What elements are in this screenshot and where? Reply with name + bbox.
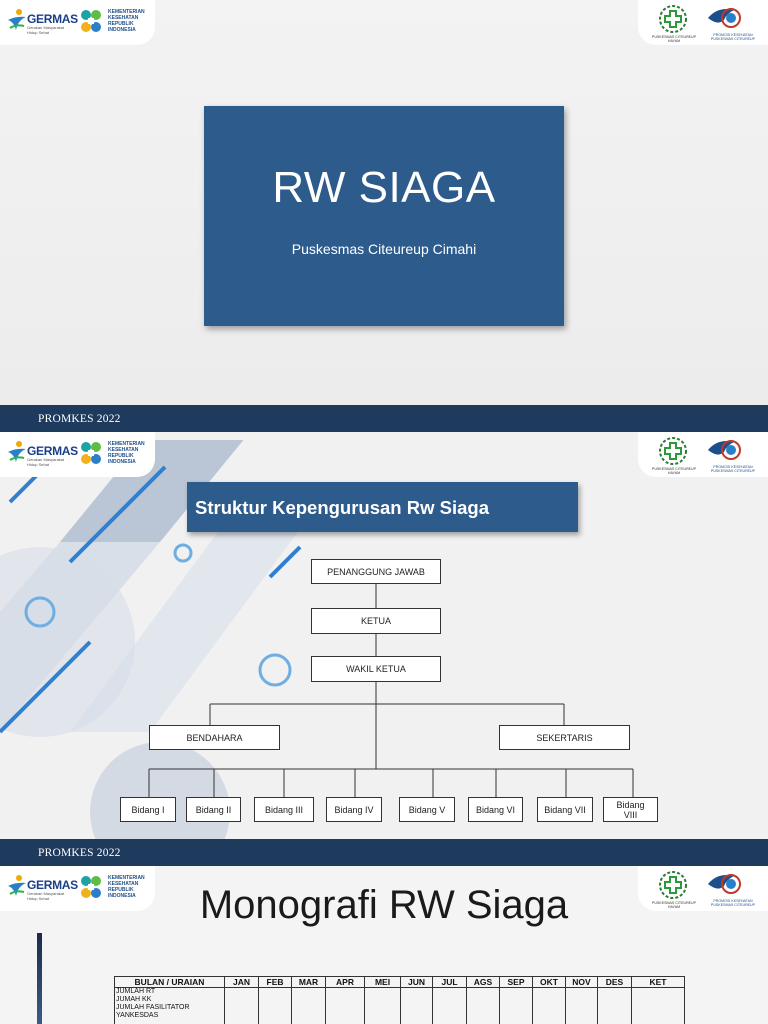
org-bidang-3: Bidang III [254,797,314,822]
promkes-caption: PROMOSI KESEHATAN PUSKESMAS CITEUREUP [710,465,756,473]
table-cell [258,987,292,1024]
puskesmas-caption: PUSKESMAS CITEUREUP HAYAM [651,35,697,43]
col-header: OKT [532,976,566,988]
slide-structure: GERMAS Gerakan Masyarakat Hidup Sehat KE… [0,432,768,839]
col-header: JAN [224,976,259,988]
row-label-group: JUMLAH RT JUMAH KK JUMLAH FASILITATOR YA… [114,987,225,1024]
org-bidang-2: Bidang II [186,797,241,822]
org-bidang-4: Bidang IV [326,797,382,822]
puskesmas-logo-icon [659,871,687,899]
promkes-caption: PROMOSI KESEHATAN PUSKESMAS CITEUREUP [710,33,756,41]
org-bendahara: BENDAHARA [149,725,280,750]
logo-right-group: PUSKESMAS CITEUREUP HAYAM PROMOSI KESEHA… [638,432,768,477]
col-header: SEP [499,976,533,988]
col-header: JUN [400,976,433,988]
col-header: NOV [565,976,598,988]
table-cell [565,987,598,1024]
section-heading: Struktur Kepengurusan Rw Siaga [187,482,578,532]
germas-tagline: Gerakan Masyarakat Hidup Sehat [27,891,65,901]
col-header: BULAN / URAIAN [114,976,225,988]
table-header-row: BULAN / URAIAN JAN FEB MAR APR MEI JUN J… [114,976,685,988]
row-label: JUMLAH FASILITATOR [116,1004,190,1011]
kemenkes-logo-icon [81,10,101,32]
col-header: DES [597,976,632,988]
slide-footer: PROMKES 2022 [0,405,768,432]
logo-left-group: GERMAS Gerakan Masyarakat Hidup Sehat KE… [0,0,155,45]
table-cell [532,987,566,1024]
logo-right-group: PUSKESMAS CITEUREUP HAYAM PROMOSI KESEHA… [638,0,768,45]
col-header: AGS [466,976,500,988]
col-header: KET [631,976,685,988]
germas-tagline: Gerakan Masyarakat Hidup Sehat [27,25,65,35]
org-chart-connectors [148,584,634,797]
germas-logo-icon [8,875,26,896]
slide-footer: PROMKES 2022 [0,839,768,866]
logo-left-group: GERMAS Gerakan Masyarakat Hidup Sehat KE… [0,432,155,477]
germas-wordmark: GERMAS [27,878,78,892]
org-wakil-ketua: WAKIL KETUA [311,656,441,682]
monografi-title: Monografi RW Siaga [199,883,569,927]
accent-bar [37,933,42,1024]
org-sekertaris: SEKERTARIS [499,725,630,750]
promkes-caption: PROMOSI KESEHATAN PUSKESMAS CITEUREUP [710,899,756,907]
org-bidang-6: Bidang VI [468,797,523,822]
col-header: MEI [364,976,401,988]
germas-wordmark: GERMAS [27,444,78,458]
kemenkes-logo-icon [81,442,101,464]
germas-wordmark: GERMAS [27,12,78,26]
section-heading-text: Struktur Kepengurusan Rw Siaga [195,497,489,518]
org-bidang-5: Bidang V [399,797,455,822]
table-cell [291,987,326,1024]
footer-label: PROMKES 2022 [38,847,121,859]
org-bidang-1: Bidang I [120,797,176,822]
table-cell [432,987,467,1024]
col-header: JUL [432,976,467,988]
germas-logo-icon [8,9,26,30]
puskesmas-caption: PUSKESMAS CITEUREUP HAYAM [651,467,697,475]
row-label: YANKESDAS [116,1012,159,1019]
table-cell [466,987,500,1024]
col-header: MAR [291,976,326,988]
col-header: FEB [258,976,292,988]
org-penanggung-jawab: PENANGGUNG JAWAB [311,559,441,584]
logo-left-group: GERMAS Gerakan Masyarakat Hidup Sehat KE… [0,866,155,911]
table-cell [631,987,685,1024]
promkes-logo-icon [708,440,741,460]
row-label: JUMLAH RT [116,988,156,995]
germas-logo-icon [8,441,26,462]
table-cell [325,987,365,1024]
germas-tagline: Gerakan Masyarakat Hidup Sehat [27,457,65,467]
org-chart: PENANGGUNG JAWAB KETUA WAKIL KETUA BENDA… [0,432,768,839]
table-cell [364,987,401,1024]
logo-right-group: PUSKESMAS CITEUREUP HAYAM PROMOSI KESEHA… [638,866,768,911]
slide-title-text: RW SIAGA [272,163,496,212]
kemenkes-logo-icon [81,876,101,898]
row-label: JUMAH KK [116,996,152,1003]
slide-title: GERMAS Gerakan Masyarakat Hidup Sehat KE… [0,0,768,405]
title-card: RW SIAGA Puskesmas Citeureup Cimahi [204,106,564,326]
puskesmas-caption: PUSKESMAS CITEUREUP HAYAM [651,901,697,909]
table-cell [400,987,433,1024]
col-header: APR [325,976,365,988]
slide-monografi: GERMAS Gerakan Masyarakat Hidup Sehat KE… [0,866,768,1024]
puskesmas-logo-icon [659,437,687,465]
org-ketua: KETUA [311,608,441,634]
footer-label: PROMKES 2022 [38,413,121,425]
monografi-table: BULAN / URAIAN JAN FEB MAR APR MEI JUN J… [114,976,685,1024]
table-cell [499,987,533,1024]
org-bidang-7: Bidang VII [537,797,593,822]
puskesmas-logo-icon [659,5,687,33]
org-bidang-8: Bidang VIII [603,797,658,822]
table-cell [224,987,259,1024]
promkes-logo-icon [708,874,741,894]
table-row: JUMLAH RT JUMAH KK JUMLAH FASILITATOR YA… [114,987,685,1024]
promkes-logo-icon [708,8,741,28]
table-cell [597,987,632,1024]
slide-subtitle-text: Puskesmas Citeureup Cimahi [291,241,477,257]
